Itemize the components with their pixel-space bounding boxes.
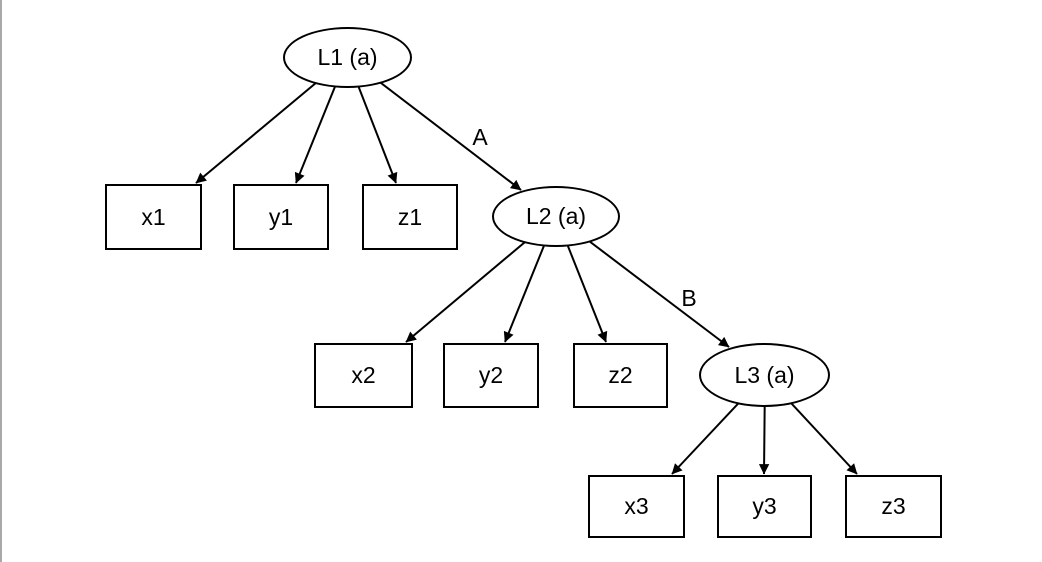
node-y2: y2 xyxy=(443,343,539,408)
node-y1: y1 xyxy=(233,184,329,250)
node-label: x1 xyxy=(141,203,166,230)
node-label: x2 xyxy=(351,362,376,388)
node-label: L2 (a) xyxy=(525,203,587,229)
node-label: L3 (a) xyxy=(734,361,795,388)
edge-label-A: A xyxy=(472,124,488,150)
node-z3: z3 xyxy=(845,475,942,538)
node-x1: x1 xyxy=(105,184,202,250)
node-label: x3 xyxy=(624,493,649,519)
node-z1: z1 xyxy=(362,184,458,250)
screen-left-edge-line xyxy=(0,0,2,562)
node-label: y1 xyxy=(268,203,294,230)
node-L1: L1 (a) xyxy=(283,27,412,88)
node-label: y2 xyxy=(478,362,504,388)
node-x2: x2 xyxy=(314,343,413,408)
node-label: z1 xyxy=(397,203,423,230)
node-label: L1 (a) xyxy=(317,44,378,70)
node-label: y3 xyxy=(752,493,777,519)
node-label: z2 xyxy=(608,362,633,388)
node-L3: L3 (a) xyxy=(699,343,830,407)
node-y3: y3 xyxy=(717,475,812,538)
node-label: z3 xyxy=(881,493,906,519)
edge-label-B: B xyxy=(681,285,696,311)
node-x3: x3 xyxy=(588,475,685,538)
node-z2: z2 xyxy=(573,343,668,408)
node-L2: L2 (a) xyxy=(492,186,620,247)
